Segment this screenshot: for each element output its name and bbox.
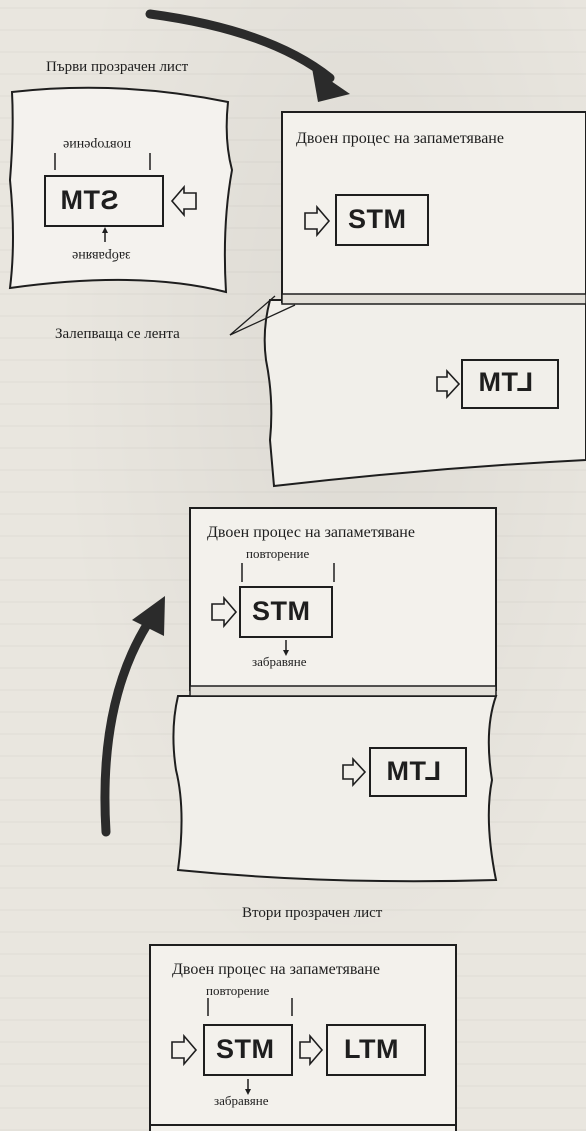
- stm-label-3: STM: [216, 1036, 275, 1063]
- ltm-sheet-2: [173, 696, 496, 881]
- title-step1: Двоен процес на запаметяване: [296, 131, 504, 147]
- mirrored-ltm-label-2: LTM: [386, 758, 441, 785]
- mirrored-ltm-label-1: LTM: [478, 369, 533, 396]
- tape-strip-2: [190, 686, 496, 696]
- title-step3: Двоен процес на запаметяване: [172, 962, 380, 978]
- forgetting-label-2: забравяне: [252, 655, 306, 668]
- first-sheet-label: Първи прозрачен лист: [46, 60, 188, 75]
- rehearsal-label-3: повторение: [206, 984, 269, 997]
- rehearsal-label-2: повторение: [246, 547, 309, 560]
- ltm-sheet-1: [265, 300, 586, 486]
- curved-arrow-icon-2: [105, 620, 150, 832]
- mirrored-forgetting-label: забравяне: [72, 248, 131, 262]
- stm-label-2: STM: [252, 598, 311, 625]
- stm-label-1: STM: [348, 206, 407, 233]
- title-step2: Двоен процес на запаметяване: [207, 525, 415, 541]
- tape-label: Залепваща се лента: [55, 327, 180, 342]
- mirrored-rehearsal-label: повторение: [63, 137, 131, 151]
- second-sheet-label: Втори прозрачен лист: [242, 906, 382, 921]
- forgetting-label-3: забравяне: [214, 1094, 268, 1107]
- tape-strip-1: [282, 294, 586, 304]
- mirrored-stm-label: STM: [60, 187, 119, 214]
- ltm-label-3: LTM: [344, 1036, 399, 1063]
